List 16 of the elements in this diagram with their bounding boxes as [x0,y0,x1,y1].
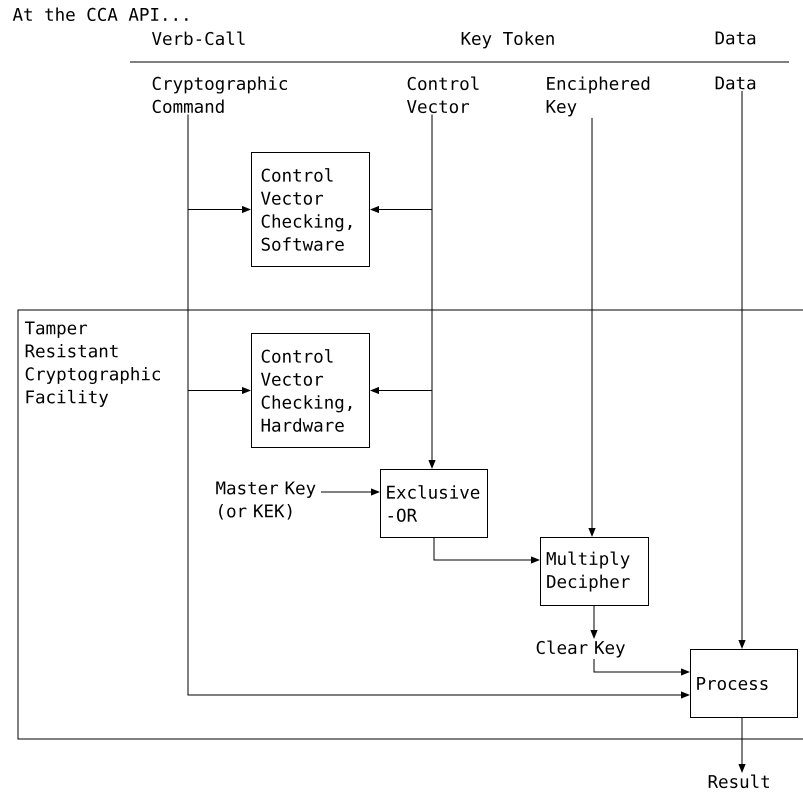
title: At the CCA API... [12,8,188,22]
process-box: Multiply Decipher [540,537,649,606]
column-heading: Control Vector [407,76,479,114]
column-label: Data [716,32,756,44]
column-label: Verb-Call [152,32,245,46]
column-heading: Enciphered Key [546,76,650,116]
output-label: Clear Key [536,640,625,658]
process-box: Control Vector Checking, Hardware [251,333,370,448]
process-box: Process [690,649,798,718]
process-box: Exclusive -OR [380,469,488,538]
process-box: Control Vector Checking, Software [251,152,370,267]
output-label: Result [708,774,769,788]
column-label: Key Token [462,32,554,48]
column-heading: Data [716,76,756,90]
column-heading: Cryptographic Command [152,76,287,114]
input-label: Master Key (or KEK) [216,482,316,520]
